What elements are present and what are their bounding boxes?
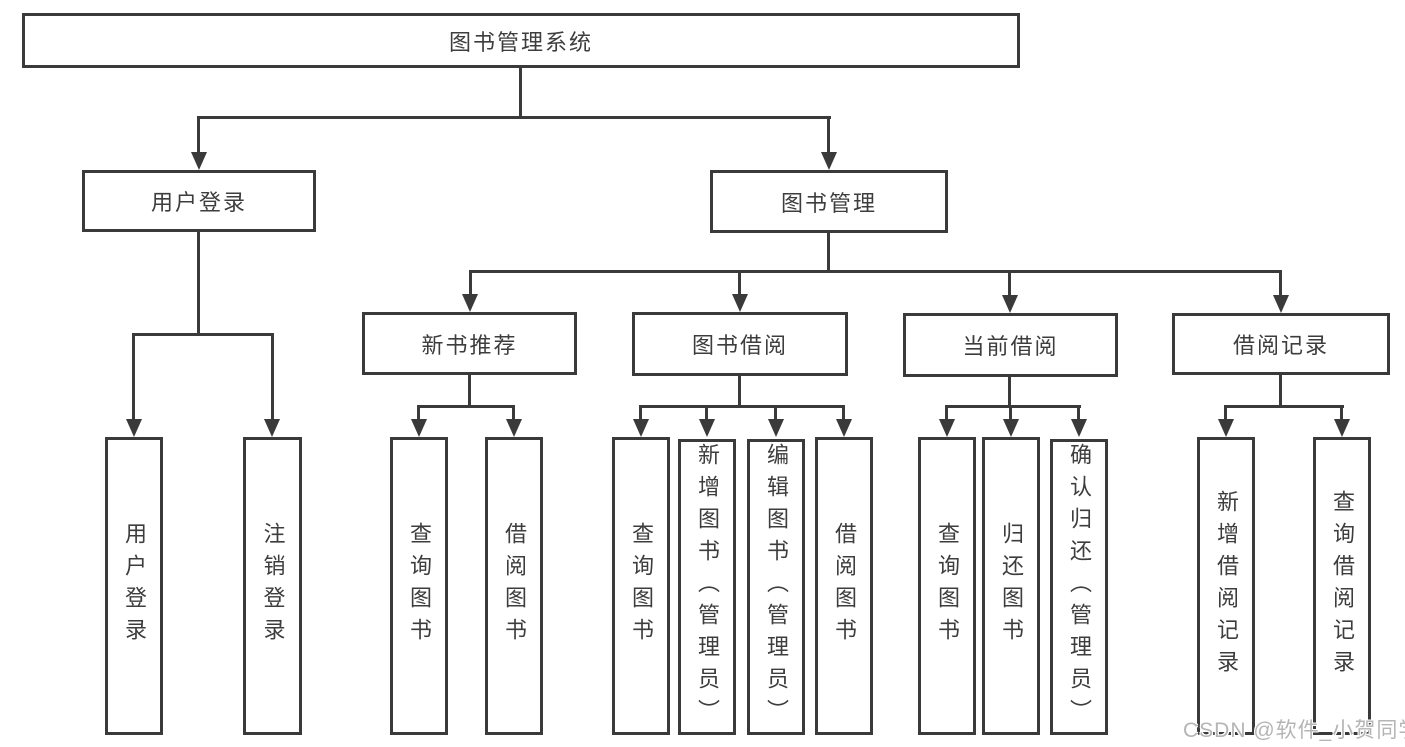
leaf-query-books-2-label: 查询图书 <box>629 522 654 650</box>
arrow-to-book-management <box>821 152 837 170</box>
arrow-to-user-login <box>191 152 207 170</box>
arrow-to-current-borrow <box>1002 295 1018 313</box>
leaf-query-books-3: 查询图书 <box>918 437 976 735</box>
arrow-to-leaf-logout <box>264 419 280 437</box>
leaf-return-book-label: 归还图书 <box>999 522 1024 650</box>
node-user-login: 用户登录 <box>82 170 316 232</box>
leaf-query-borrow-record: 查询借阅记录 <box>1313 437 1371 735</box>
arrow-to-leaf-borrow1 <box>506 419 522 437</box>
connector-book-management-stem <box>827 233 830 272</box>
connector-user-login-branch <box>132 333 274 336</box>
node-root: 图书管理系统 <box>22 13 1020 68</box>
leaf-query-borrow-record-label: 查询借阅记录 <box>1330 490 1355 682</box>
leaf-query-books-1: 查询图书 <box>390 437 448 735</box>
arrow-to-book-borrow <box>732 294 748 312</box>
connector-new-book-branch <box>417 405 515 408</box>
arrow-to-leaf-add-record <box>1218 419 1234 437</box>
node-book-borrow: 图书借阅 <box>632 312 848 376</box>
leaf-add-book-admin-label: 新增图书（管理员） <box>695 443 720 731</box>
arrow-to-leaf-borrow2 <box>836 419 852 437</box>
leaf-query-books-1-label: 查询图书 <box>407 522 432 650</box>
connector-to-leaf-query2 <box>639 405 642 421</box>
connector-to-current-borrow <box>1008 270 1011 296</box>
arrow-to-leaf-confirm-return <box>1071 419 1087 437</box>
connector-to-user-login <box>197 116 200 154</box>
connector-to-new-book <box>469 270 472 296</box>
connector-to-leaf-return <box>1009 405 1012 421</box>
connector-current-borrow-branch <box>945 405 1081 408</box>
leaf-add-borrow-record-label: 新增借阅记录 <box>1214 490 1239 682</box>
arrow-to-leaf-edit-book <box>768 419 784 437</box>
connector-to-leaf-query1 <box>417 405 420 421</box>
connector-to-book-management <box>827 116 830 154</box>
leaf-confirm-return-admin: 确认归还（管理员） <box>1050 439 1108 735</box>
connector-root-stem <box>519 68 522 118</box>
leaf-user-login: 用户登录 <box>105 437 163 735</box>
arrow-to-leaf-query-record <box>1334 419 1350 437</box>
csdn-watermark: CSDN @软件_小贺同学 <box>1183 719 1405 742</box>
connector-to-book-borrow <box>738 270 741 296</box>
connector-to-leaf-user-login <box>132 333 135 421</box>
connector-book-management-branch <box>469 270 1282 273</box>
node-borrow-records-label: 借阅记录 <box>1232 333 1329 358</box>
connector-new-book-stem <box>468 375 471 407</box>
node-book-management: 图书管理 <box>710 170 948 233</box>
connector-root-branch <box>198 116 831 119</box>
node-current-borrow-label: 当前借阅 <box>962 334 1059 359</box>
node-new-book-recommend: 新书推荐 <box>362 312 577 375</box>
connector-to-leaf-borrow1 <box>512 405 515 421</box>
leaf-borrow-books-1: 借阅图书 <box>485 437 543 735</box>
node-root-label: 图书管理系统 <box>448 29 593 55</box>
leaf-user-login-label: 用户登录 <box>122 522 147 650</box>
leaf-borrow-books-1-label: 借阅图书 <box>502 522 527 650</box>
connector-to-leaf-logout <box>271 333 274 421</box>
leaf-query-books-2: 查询图书 <box>612 437 670 735</box>
node-user-login-label: 用户登录 <box>150 190 247 215</box>
connector-borrow-records-branch <box>1224 405 1344 408</box>
arrow-to-leaf-return <box>1003 419 1019 437</box>
leaf-borrow-books-2: 借阅图书 <box>815 437 873 735</box>
arrow-to-leaf-user-login <box>126 419 142 437</box>
connector-to-leaf-edit-book <box>774 405 777 421</box>
node-borrow-records: 借阅记录 <box>1172 313 1390 375</box>
connector-user-login-stem <box>197 232 200 335</box>
connector-to-leaf-borrow2 <box>842 405 845 421</box>
node-new-book-recommend-label: 新书推荐 <box>421 332 518 358</box>
connector-book-borrow-stem <box>738 376 741 407</box>
leaf-logout: 注销登录 <box>243 437 302 735</box>
connector-current-borrow-stem <box>1008 377 1011 407</box>
connector-borrow-records-stem <box>1279 375 1282 407</box>
node-book-management-label: 图书管理 <box>780 190 877 216</box>
connector-book-borrow-branch <box>639 405 845 408</box>
arrow-to-leaf-query2 <box>633 419 649 437</box>
arrow-to-new-book <box>462 294 478 312</box>
leaf-logout-label: 注销登录 <box>260 522 286 650</box>
connector-to-leaf-query-record <box>1340 405 1343 421</box>
node-current-borrow: 当前借阅 <box>903 313 1118 377</box>
connector-to-leaf-add-record <box>1224 405 1227 421</box>
leaf-query-books-3-label: 查询图书 <box>935 522 960 650</box>
node-book-borrow-label: 图书借阅 <box>691 333 788 358</box>
connector-to-leaf-confirm-return <box>1077 405 1080 421</box>
connector-to-leaf-query3 <box>945 405 948 421</box>
arrow-to-leaf-add-book <box>699 419 715 437</box>
connector-to-borrow-records <box>1279 270 1282 296</box>
leaf-confirm-return-admin-label: 确认归还（管理员） <box>1067 443 1092 731</box>
leaf-borrow-books-2-label: 借阅图书 <box>832 522 857 650</box>
connector-to-leaf-add-book <box>705 405 708 421</box>
leaf-return-book: 归还图书 <box>982 437 1040 735</box>
leaf-add-borrow-record: 新增借阅记录 <box>1197 437 1255 735</box>
leaf-edit-book-admin: 编辑图书（管理员） <box>747 439 805 735</box>
leaf-add-book-admin: 新增图书（管理员） <box>678 439 736 735</box>
arrow-to-leaf-query1 <box>411 419 427 437</box>
arrow-to-borrow-records <box>1273 295 1289 313</box>
leaf-edit-book-admin-label: 编辑图书（管理员） <box>764 443 789 731</box>
arrow-to-leaf-query3 <box>939 419 955 437</box>
